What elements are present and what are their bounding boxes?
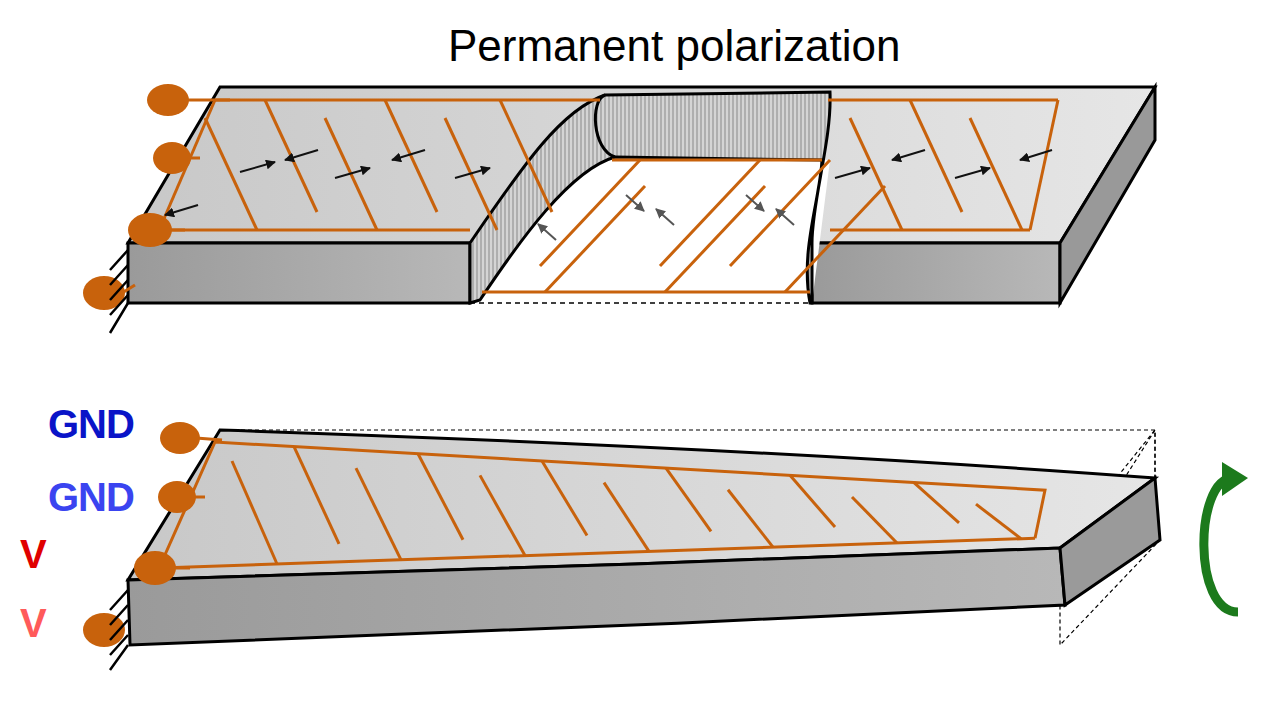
electrode-finger — [976, 504, 1021, 539]
top-beam — [83, 84, 1155, 333]
electrode-finger — [356, 468, 401, 560]
polarization-arrow — [1020, 150, 1052, 160]
clamp-hatching — [110, 590, 128, 670]
undeformed-outline — [128, 430, 1160, 645]
polarization-arrow — [892, 150, 925, 160]
electrode-finger — [294, 447, 339, 544]
electrode-finger — [205, 118, 257, 230]
electrodes — [160, 442, 1045, 568]
polarization-arrow — [746, 195, 764, 211]
electrode-finger — [604, 483, 649, 552]
flap-edge — [595, 95, 615, 157]
polarization-arrow — [776, 209, 794, 225]
polarization-title: Permanent polarization — [448, 24, 900, 68]
electrode-finger — [666, 468, 711, 531]
polarization-arrow — [392, 150, 425, 160]
electrode-finger — [480, 475, 525, 555]
electrode-bus — [612, 159, 822, 162]
electrode-finger — [910, 100, 962, 212]
contact-pad — [153, 142, 191, 174]
twist-arrow — [1204, 462, 1248, 612]
electrode-finger — [785, 186, 885, 292]
signal-name: GND — [48, 404, 134, 444]
contact-pad — [134, 551, 176, 585]
curled-flap — [470, 92, 830, 303]
arrow-head — [1222, 462, 1248, 496]
electrode-bus — [1030, 100, 1058, 230]
electrode-finger — [232, 461, 277, 564]
clamp-hatching — [110, 250, 128, 333]
electrode-finger — [500, 100, 552, 212]
beam-front-face — [128, 548, 1065, 645]
curved-arrow — [1204, 478, 1238, 612]
electrode-finger — [418, 454, 463, 540]
contact-pad — [160, 422, 200, 454]
electrode-finger — [665, 186, 765, 292]
polarization-arrow — [165, 205, 198, 215]
polarization-arrow — [656, 209, 674, 225]
electrode-finger — [730, 160, 830, 266]
signal-name: V — [20, 603, 46, 643]
electrode-finger — [790, 475, 835, 527]
electrode-finger — [852, 497, 897, 543]
electrode-bus — [160, 229, 470, 232]
polarization-arrow — [285, 150, 318, 160]
electrode-bus — [160, 442, 1045, 566]
electrode-bus — [482, 291, 810, 294]
polarization-arrow — [835, 168, 870, 178]
beam-front-face — [812, 243, 1060, 303]
polarization-arrow — [955, 168, 990, 178]
beam-front-face — [128, 243, 470, 303]
electrode-finger — [445, 118, 497, 230]
signal-name: GND — [48, 477, 134, 517]
contact-pad — [147, 84, 189, 116]
electrode-finger — [545, 186, 645, 292]
electrode-finger — [970, 118, 1022, 230]
polarization-arrow — [240, 162, 275, 172]
bottom-beam — [83, 422, 1160, 670]
beam-end-face — [1060, 478, 1160, 605]
beam-end-face — [1060, 87, 1155, 303]
polarization-arrow — [626, 195, 644, 211]
lead — [185, 99, 230, 102]
signal-name: V — [20, 534, 46, 574]
electrode-bus — [215, 99, 600, 102]
electrode-finger — [265, 100, 317, 212]
electrode-bus — [160, 538, 1035, 568]
polarization-arrow — [335, 168, 370, 178]
electrode-bus — [830, 229, 1030, 232]
polarization-arrow — [538, 224, 556, 240]
electrode-finger — [728, 490, 773, 547]
electrode-finger — [914, 483, 959, 523]
electrode-bus — [828, 99, 1058, 102]
electrode-finger — [540, 160, 640, 266]
electrode-finger — [325, 118, 377, 230]
contact-pad — [158, 481, 196, 513]
dashed-edge — [470, 302, 812, 304]
contact-pad — [128, 213, 172, 247]
electrode-finger — [542, 461, 587, 536]
electrode-finger — [385, 100, 437, 212]
polarization-arrow — [455, 168, 490, 178]
electrodes — [160, 100, 1058, 292]
